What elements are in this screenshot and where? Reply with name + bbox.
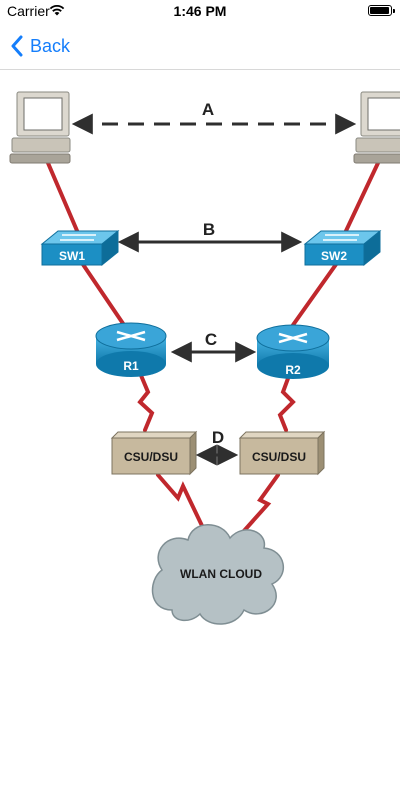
computer-icon — [353, 91, 400, 164]
serial-csu1-cloud — [156, 473, 207, 534]
router-icon: R1 — [95, 322, 167, 377]
status-bar: Carrier 1:46 PM — [0, 0, 400, 22]
carrier-label: Carrier — [7, 3, 50, 19]
network-diagram: A SW1 SW2 B R1 R2 C CS — [9, 91, 400, 625]
cable-sw1-r1 — [80, 261, 126, 327]
navigation-bar: Back — [0, 22, 400, 70]
cable-sw2-r2 — [291, 261, 339, 327]
cloud-label: WLAN CLOUD — [180, 567, 262, 581]
serial-csu2-cloud — [241, 473, 280, 534]
router1-label: R1 — [123, 359, 139, 373]
cable-pc1-sw1 — [46, 161, 80, 235]
csu-dsu-device: CSU/DSU — [110, 430, 198, 476]
link-c-label: C — [205, 330, 217, 349]
link-d-label: D — [212, 428, 224, 447]
serial-r2-csu2 — [277, 371, 296, 432]
csu1-label: CSU/DSU — [124, 450, 178, 464]
router-icon: R2 — [256, 324, 330, 379]
wifi-icon — [49, 5, 65, 16]
csu2-label: CSU/DSU — [252, 450, 306, 464]
clock: 1:46 PM — [173, 3, 227, 19]
link-b-label: B — [203, 220, 215, 239]
back-label: Back — [30, 35, 71, 56]
switch2-label: SW2 — [321, 249, 347, 263]
csu-dsu-device: CSU/DSU — [238, 430, 326, 476]
switch1-label: SW1 — [59, 249, 85, 263]
switch-icon: SW1 — [40, 229, 120, 267]
cable-pc2-sw2 — [343, 161, 380, 235]
link-a-label: A — [202, 100, 214, 119]
router2-label: R2 — [285, 363, 301, 377]
battery-icon — [368, 5, 395, 16]
serial-r1-csu1 — [137, 371, 155, 432]
computer-icon — [9, 91, 71, 164]
cloud-icon: WLAN CLOUD — [151, 524, 285, 625]
back-button[interactable]: Back — [10, 34, 70, 58]
chevron-left-icon — [11, 35, 23, 57]
switch-icon: SW2 — [303, 229, 382, 267]
